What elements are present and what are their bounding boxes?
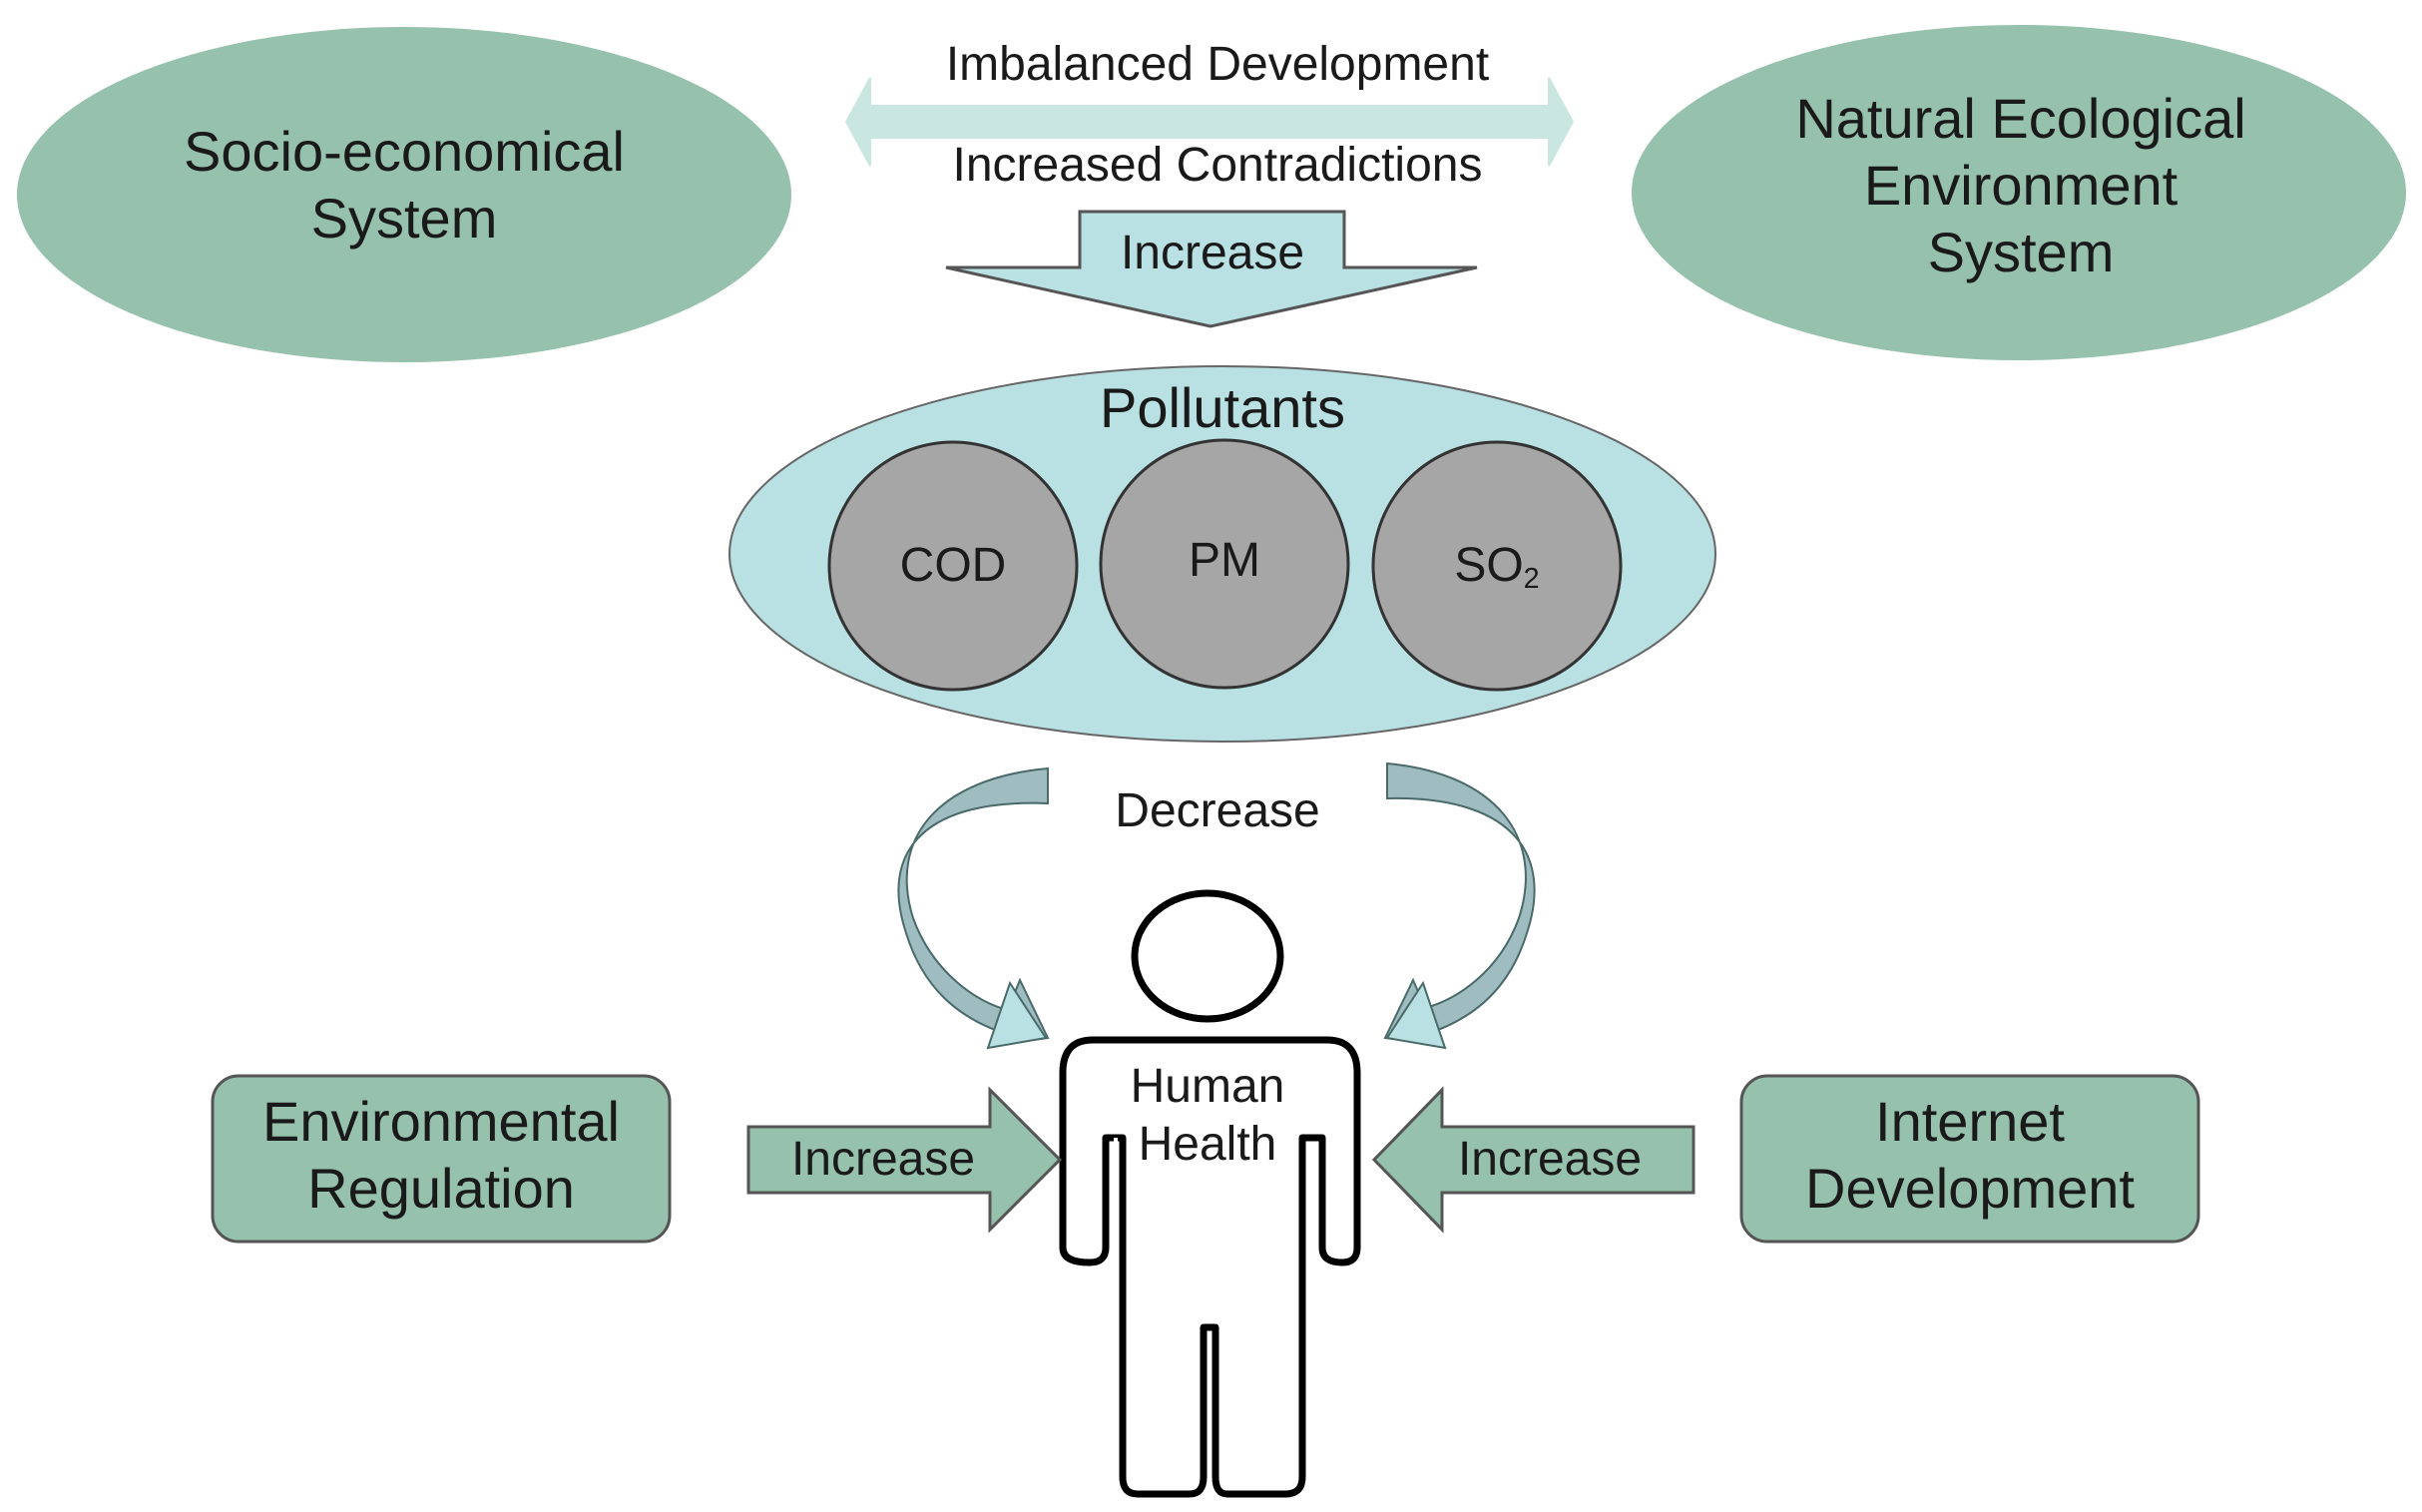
human-body-outline bbox=[1059, 1036, 1361, 1498]
human-health-label: Human Health bbox=[1083, 1058, 1332, 1173]
so2-label-subscript: 2 bbox=[1523, 563, 1540, 596]
increased-contradictions-label: Increased Contradictions bbox=[952, 139, 1483, 192]
decrease-curved-arrow-left bbox=[897, 766, 1050, 1046]
natural-ecological-label: Natural Ecological Environment System bbox=[1716, 85, 2325, 286]
socio-line2: System bbox=[310, 187, 498, 251]
so2-circle bbox=[1371, 440, 1623, 692]
environmental-regulation-node bbox=[211, 1074, 672, 1244]
natural-line3: System bbox=[1927, 221, 2115, 284]
increase-right-arrow bbox=[1371, 1086, 1695, 1234]
human-line1: Human bbox=[1130, 1060, 1285, 1113]
increase-left-label: Increase bbox=[790, 1133, 976, 1186]
increase-right-label: Increase bbox=[1457, 1133, 1643, 1186]
environmental-regulation-label: Environmental Regulation bbox=[213, 1088, 670, 1222]
decrease-label: Decrease bbox=[1115, 784, 1320, 837]
socio-economical-node bbox=[17, 27, 791, 362]
increase-down-arrow bbox=[945, 210, 1478, 328]
decrease-curved-arrow-left-head bbox=[986, 980, 1048, 1050]
imbalanced-development-label: Imbalanced Development bbox=[945, 38, 1490, 91]
internet-line2: Development bbox=[1805, 1157, 2135, 1221]
increase-down-label: Increase bbox=[1120, 227, 1305, 279]
so2-label: SO2 bbox=[1397, 537, 1597, 597]
decrease-curved-arrow-right bbox=[1383, 761, 1536, 1046]
regulation-line2: Regulation bbox=[307, 1157, 575, 1221]
pm-label: PM bbox=[1189, 534, 1260, 587]
imbalanced-double-arrow bbox=[844, 77, 1575, 167]
human-line2: Health bbox=[1138, 1117, 1277, 1171]
socio-line1: Socio-economical bbox=[184, 120, 625, 183]
natural-line1: Natural Ecological bbox=[1795, 87, 2246, 150]
pollutants-title: Pollutants bbox=[1100, 376, 1345, 439]
increase-left-arrow bbox=[746, 1086, 1063, 1234]
cod-circle bbox=[827, 440, 1079, 692]
natural-ecological-node bbox=[1632, 25, 2406, 360]
internet-development-node bbox=[1739, 1074, 2200, 1244]
internet-development-label: Internet Development bbox=[1741, 1088, 2198, 1222]
human-head bbox=[1131, 889, 1284, 1023]
cod-label: COD bbox=[899, 539, 1007, 592]
socio-economical-label: Socio-economical System bbox=[105, 118, 704, 252]
so2-label-base: SO bbox=[1454, 539, 1524, 592]
pm-circle bbox=[1099, 438, 1350, 690]
natural-line2: Environment bbox=[1863, 154, 2179, 218]
regulation-line1: Environmental bbox=[262, 1090, 620, 1153]
internet-line1: Internet bbox=[1875, 1090, 2065, 1153]
decrease-curved-arrow-right-head bbox=[1385, 980, 1447, 1050]
